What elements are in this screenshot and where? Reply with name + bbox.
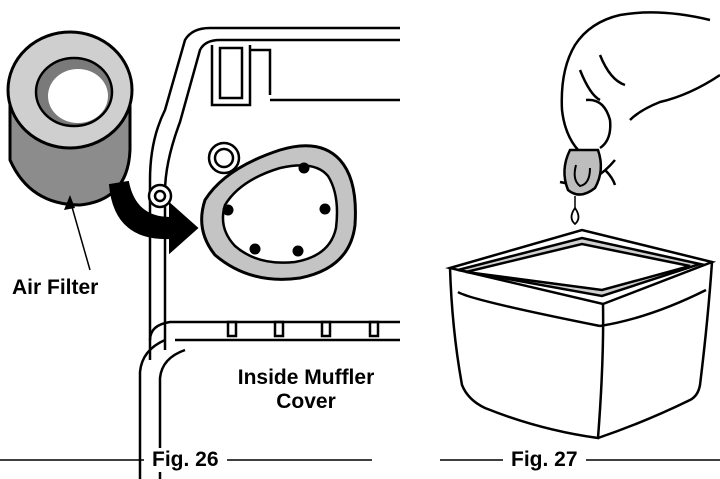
figure-caption-26: Fig. 26 <box>144 448 227 472</box>
air-filter-label: Air Filter <box>12 276 99 299</box>
arrow-icon <box>108 180 199 255</box>
installed-filter <box>200 144 357 281</box>
inside-cover-label: Inside Muffler Cover <box>196 366 416 414</box>
air-filter-leader <box>69 199 91 271</box>
squeezed-filter <box>563 148 603 196</box>
leader-arrowhead <box>64 195 75 210</box>
inside-cover-label-line1: Inside Muffler <box>237 366 375 389</box>
air-filter <box>6 30 134 207</box>
figure-caption-27: Fig. 27 <box>503 448 586 472</box>
wash-tub <box>445 228 717 440</box>
water-drop-icon <box>570 196 580 226</box>
inside-cover-label-line2: Cover <box>276 390 336 413</box>
muffler-cover <box>138 26 400 479</box>
